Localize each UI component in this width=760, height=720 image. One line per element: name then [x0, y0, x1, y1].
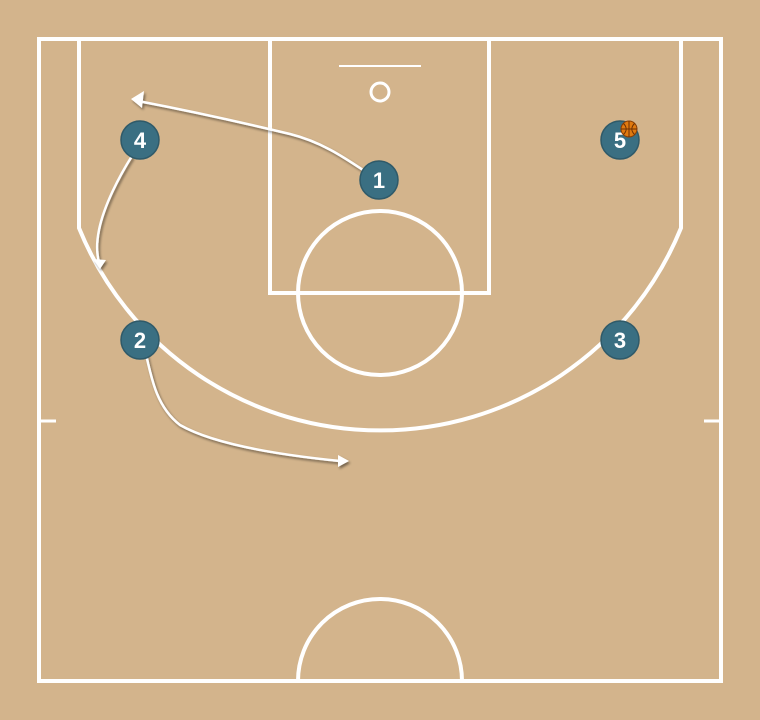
- court-lines: [37, 37, 723, 683]
- cut-path-player-2: [144, 353, 349, 467]
- arrowhead-icon: [338, 455, 349, 467]
- player-2: 2: [120, 320, 160, 360]
- arrowhead-icon: [131, 91, 144, 108]
- cut-path-player-1: [131, 91, 367, 174]
- player-1: 1: [359, 160, 399, 200]
- player-number: 3: [614, 328, 626, 353]
- player-5: 5: [600, 120, 640, 160]
- cut-line: [144, 353, 341, 463]
- center-circle: [296, 597, 464, 682]
- player-number: 1: [373, 168, 385, 193]
- player-marker: [359, 160, 399, 200]
- player-marker: [120, 120, 160, 160]
- free-throw-circle: [296, 209, 464, 377]
- player-4: 4: [120, 120, 160, 160]
- player-number: 2: [134, 328, 146, 353]
- arrowhead-icon: [93, 259, 106, 269]
- player-marker: [120, 320, 160, 360]
- cut-path-player-4: [93, 155, 134, 269]
- rim: [369, 81, 391, 103]
- movement-paths: [93, 91, 367, 467]
- players: 1 2 3 4 5: [120, 120, 640, 360]
- cut-line: [95, 155, 134, 263]
- three-point-line: [77, 39, 683, 433]
- cut-line: [137, 99, 367, 174]
- player-number: 4: [134, 128, 147, 153]
- player-marker: [600, 320, 640, 360]
- player-3: 3: [600, 320, 640, 360]
- free-throw-lane: [268, 37, 491, 295]
- basketball-icon: [620, 120, 638, 138]
